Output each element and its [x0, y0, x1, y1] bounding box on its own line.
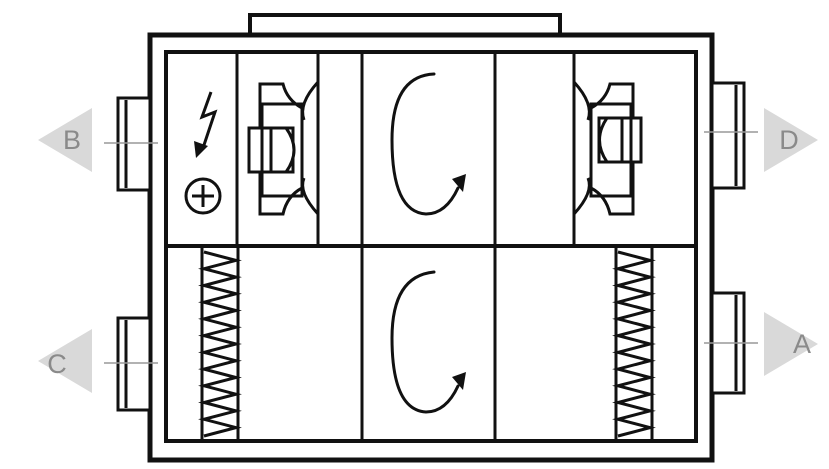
rotation-arrow-icon: [390, 72, 466, 216]
port-label-d: D: [779, 125, 799, 155]
duct-c: [116, 316, 152, 412]
duct-d: [710, 81, 746, 190]
rotation-arrow-icon: [390, 270, 466, 414]
port-label-c: C: [47, 349, 67, 379]
port-arrow-a: [764, 312, 818, 376]
port-label-b: B: [63, 125, 81, 155]
top-flange: [248, 13, 562, 37]
zigzag-coil-icon: [198, 246, 242, 441]
zigzag-coil-icon: [612, 246, 656, 441]
fan-icon: [572, 80, 643, 216]
plus-circle-icon: [184, 177, 222, 215]
fan-icon: [247, 80, 320, 216]
port-arrow-c: [38, 329, 92, 393]
duct-b: [116, 96, 152, 192]
port-arrow-b: [38, 108, 92, 172]
port-label-a: A: [793, 329, 811, 359]
port-arrow-d: [764, 108, 818, 172]
lightning-icon: [194, 91, 218, 158]
